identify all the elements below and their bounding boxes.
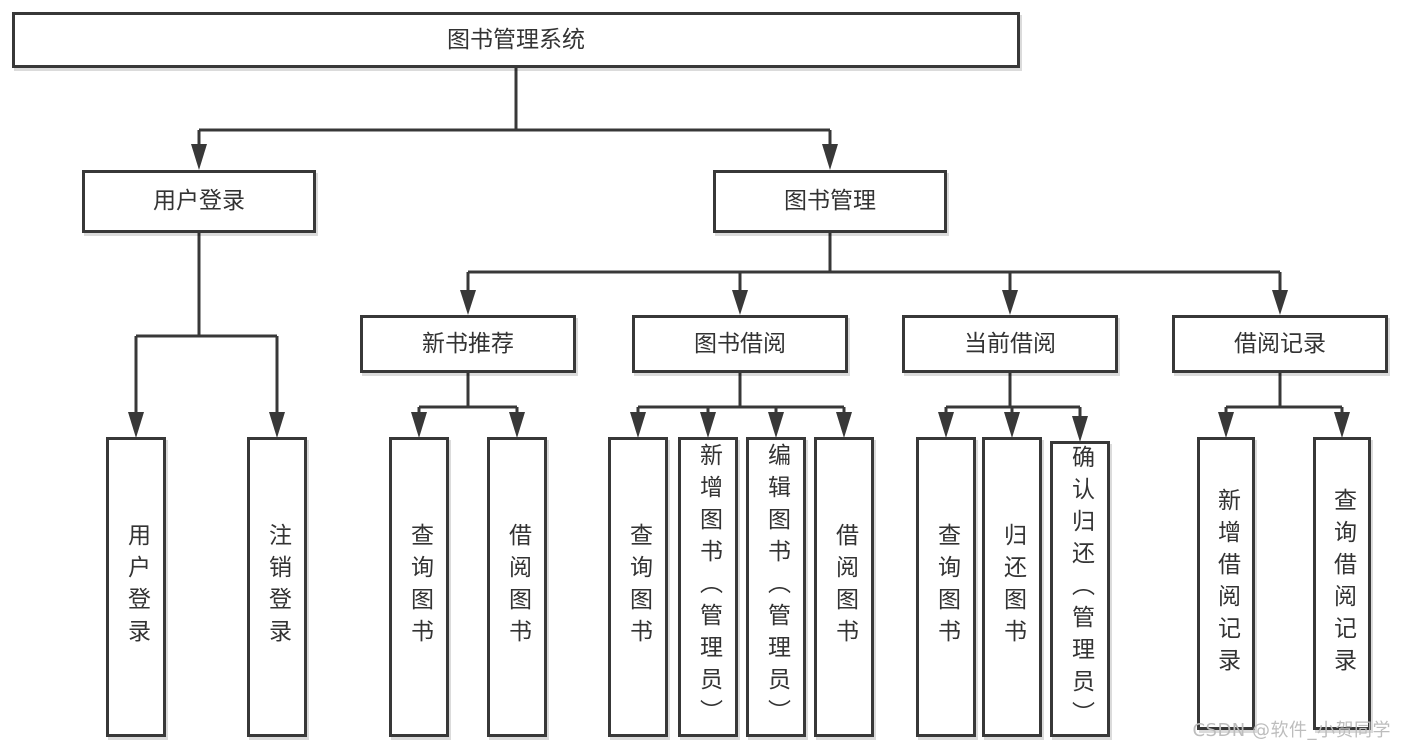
node-current-borrow-label: 当前借阅 — [964, 330, 1056, 357]
node-user-login-label: 用户登录 — [153, 188, 245, 214]
leaf-query-borrow-record: 查询借阅记录 — [1313, 437, 1371, 730]
connector-user-login-children — [128, 233, 285, 438]
leaf-return-book-label: 归还图书 — [999, 523, 1026, 651]
node-new-book-recommend-label: 新书推荐 — [422, 330, 514, 357]
node-book-borrow: 图书借阅 — [632, 315, 848, 373]
leaf-query-borrow-record-label: 查询借阅记录 — [1329, 487, 1356, 680]
leaf-query-book-2: 查询图书 — [608, 437, 668, 737]
leaf-query-book-2-label: 查询图书 — [625, 523, 652, 651]
connector-book-borrow-children — [630, 373, 852, 438]
node-current-borrow: 当前借阅 — [902, 315, 1118, 373]
connector-current-borrow-children — [938, 373, 1088, 442]
connector-root-to-level2 — [191, 68, 838, 170]
leaf-borrow-book-2-label: 借阅图书 — [831, 523, 858, 651]
connector-new-book-recommend-children — [411, 373, 525, 438]
leaf-query-book-3-label: 查询图书 — [933, 523, 960, 651]
node-book-borrow-label: 图书借阅 — [694, 330, 786, 357]
leaf-confirm-return-admin-label: 确认归还（管理员） — [1067, 445, 1094, 733]
node-borrow-records-label: 借阅记录 — [1234, 330, 1326, 357]
leaf-edit-book-admin-label: 编辑图书（管理员） — [763, 443, 790, 731]
node-new-book-recommend: 新书推荐 — [360, 315, 576, 373]
node-root: 图书管理系统 — [12, 12, 1020, 68]
leaf-logout: 注销登录 — [247, 437, 307, 737]
leaf-add-book-admin: 新增图书（管理员） — [678, 437, 738, 737]
leaf-logout-label: 注销登录 — [264, 523, 291, 651]
leaf-borrow-book-1-label: 借阅图书 — [504, 523, 531, 651]
watermark: CSDN @软件_小贺同学 — [1192, 720, 1391, 741]
leaf-add-borrow-record: 新增借阅记录 — [1197, 437, 1255, 730]
leaf-query-book-3: 查询图书 — [916, 437, 976, 737]
leaf-borrow-book-2: 借阅图书 — [814, 437, 874, 737]
leaf-edit-book-admin: 编辑图书（管理员） — [746, 437, 806, 737]
leaf-return-book: 归还图书 — [982, 437, 1042, 737]
leaf-borrow-book-1: 借阅图书 — [487, 437, 547, 737]
node-root-label: 图书管理系统 — [447, 26, 585, 53]
leaf-user-login-label: 用户登录 — [123, 523, 150, 651]
leaf-user-login: 用户登录 — [106, 437, 166, 737]
leaf-query-book-1-label: 查询图书 — [406, 523, 433, 651]
leaf-query-book-1: 查询图书 — [389, 437, 449, 737]
connector-borrow-records-children — [1218, 373, 1350, 438]
node-user-login: 用户登录 — [82, 170, 316, 233]
connector-book-management-branches — [460, 233, 1288, 315]
leaf-add-borrow-record-label: 新增借阅记录 — [1213, 487, 1240, 680]
leaf-confirm-return-admin: 确认归还（管理员） — [1050, 441, 1110, 737]
leaf-add-book-admin-label: 新增图书（管理员） — [695, 443, 722, 731]
node-book-management-label: 图书管理 — [784, 188, 876, 214]
node-book-management: 图书管理 — [713, 170, 947, 233]
node-borrow-records: 借阅记录 — [1172, 315, 1388, 373]
